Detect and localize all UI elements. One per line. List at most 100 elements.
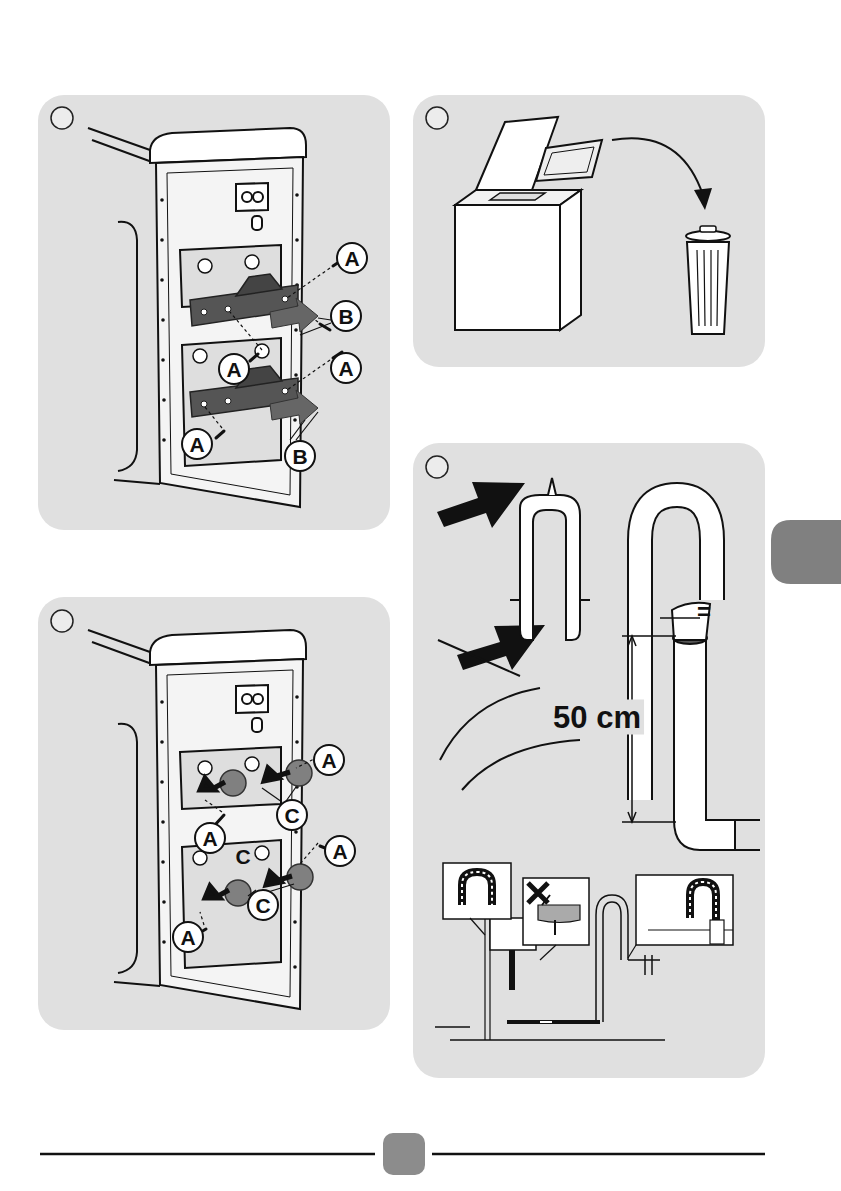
panel-insert-plugs-part-part xyxy=(205,886,229,898)
panel-discard-packaging-part xyxy=(544,147,594,175)
install-schematic-part xyxy=(636,875,733,945)
panel-remove-brackets-part-part xyxy=(282,388,288,394)
panel-remove-brackets-part-part xyxy=(225,306,231,312)
panel-drain-hose-part xyxy=(660,617,700,619)
callout-letter: A xyxy=(189,434,204,455)
callout-circle: A xyxy=(313,744,345,776)
install-schematic-part xyxy=(470,918,485,935)
callout-letter: A xyxy=(321,750,336,771)
callout-letter: A xyxy=(332,841,347,862)
install-schematic-part xyxy=(538,905,580,923)
callout-letter: C xyxy=(284,805,299,826)
panel-discard-packaging-part xyxy=(694,188,712,210)
panel-discard-packaging-part xyxy=(490,193,545,200)
panel-remove-brackets-part xyxy=(270,390,318,424)
panel-remove-brackets-part-part xyxy=(201,309,207,315)
panel-discard-packaging-part xyxy=(426,107,448,129)
install-schematic-part xyxy=(596,895,628,1022)
panel-remove-brackets-part-part xyxy=(300,323,331,335)
panel-drain-hose-part xyxy=(437,482,525,528)
panel-insert-plugs-part-part xyxy=(262,788,282,802)
section-tab xyxy=(771,520,841,584)
page-number-box xyxy=(383,1133,425,1175)
callout-circle: B xyxy=(284,440,316,472)
panel-drain-hose-part xyxy=(426,456,448,478)
panel-drain-hose-part xyxy=(674,640,735,850)
panel-remove-brackets-part xyxy=(38,95,390,530)
callout-letter: B xyxy=(292,446,307,467)
callout-circle: A xyxy=(172,921,204,953)
panel-discard-packaging-part xyxy=(455,205,560,330)
panel-insert-plugs-part xyxy=(220,760,313,906)
panel-remove-brackets-part xyxy=(290,318,331,440)
panel-remove-brackets-part-part xyxy=(318,318,331,320)
panel-insert-plugs-part-part xyxy=(200,778,225,790)
callout-circle: C xyxy=(276,799,308,831)
equal-mark: = xyxy=(697,600,711,624)
callout-letter: C xyxy=(255,895,270,916)
panel-remove-brackets-part xyxy=(236,274,282,296)
panel-insert-plugs-part-part xyxy=(300,843,318,864)
install-schematic-part xyxy=(443,863,511,919)
callout-circle: A xyxy=(336,242,368,274)
panel-drain-hose-part xyxy=(413,443,765,1078)
callout-letter: A xyxy=(344,248,359,269)
panel-drain-hose-part xyxy=(510,599,590,601)
panel-insert-plugs-part-part xyxy=(266,872,292,885)
install-schematic-part xyxy=(450,1039,665,1041)
callout-letter: A xyxy=(338,358,353,379)
callout-letter: A xyxy=(202,828,217,849)
install-schematic-part xyxy=(628,955,660,975)
install-schematic-part xyxy=(462,872,492,905)
callout-letter: B xyxy=(338,306,353,327)
panel-insert-plugs-part xyxy=(38,597,390,1030)
panel-discard-packaging xyxy=(413,95,765,367)
panel-remove-brackets-part-part xyxy=(287,360,330,390)
install-schematic-part xyxy=(528,883,548,903)
install-schematic-part xyxy=(540,1021,552,1023)
panel-remove-brackets-part-part xyxy=(230,312,262,350)
panel-insert-plugs-part-part xyxy=(264,768,290,781)
panel-remove-brackets-part-part xyxy=(282,296,288,302)
panel-remove-brackets-part-part xyxy=(201,401,207,407)
panel-remove-brackets-part-part xyxy=(290,420,305,440)
panel-insert-plugs xyxy=(38,597,390,1030)
callout-circle: A xyxy=(324,835,356,867)
panel-insert-plugs-part xyxy=(196,750,330,935)
panel-remove-brackets-part xyxy=(51,107,73,129)
callout-letter: A xyxy=(226,359,241,380)
callout-letter: A xyxy=(180,927,195,948)
install-schematic-part xyxy=(435,1026,470,1028)
panel-discard-packaging-part xyxy=(687,242,729,334)
install-schematic-part xyxy=(710,920,724,944)
panel-drain-hose-part xyxy=(548,478,556,495)
panel-drain-hose-part xyxy=(735,820,760,850)
callout-circle: B xyxy=(330,300,362,332)
dimension-label: 50 cm xyxy=(550,700,644,735)
panel-drain-hose-part xyxy=(520,495,580,640)
panel-discard-packaging-part xyxy=(560,190,581,330)
part-label: C xyxy=(235,846,250,867)
panel-discard-packaging-part xyxy=(700,226,716,232)
panel-discard-packaging-part xyxy=(413,95,765,367)
panel-insert-plugs-part xyxy=(88,630,306,1009)
panel-remove-brackets-part xyxy=(205,268,330,428)
callout-circle: A xyxy=(218,353,250,385)
callout-circle: A xyxy=(330,352,362,384)
panel-remove-brackets-part-part xyxy=(296,412,318,440)
install-schematic-part xyxy=(462,872,492,905)
install-schematic xyxy=(435,863,733,1040)
panel-remove-brackets-part xyxy=(216,260,342,438)
panel-discard-packaging-part xyxy=(612,138,703,195)
panel-insert-plugs-part xyxy=(200,768,292,898)
panel-insert-plugs-part-part xyxy=(205,800,222,812)
install-schematic-part xyxy=(507,1020,600,1024)
panel-insert-plugs-part-part xyxy=(200,912,204,925)
panel-discard-packaging-part xyxy=(536,140,602,181)
panel-remove-brackets-part-part xyxy=(225,398,231,404)
callout-circle: A xyxy=(194,822,226,854)
panel-discard-packaging-part xyxy=(697,250,718,326)
install-schematic-part xyxy=(523,878,589,945)
